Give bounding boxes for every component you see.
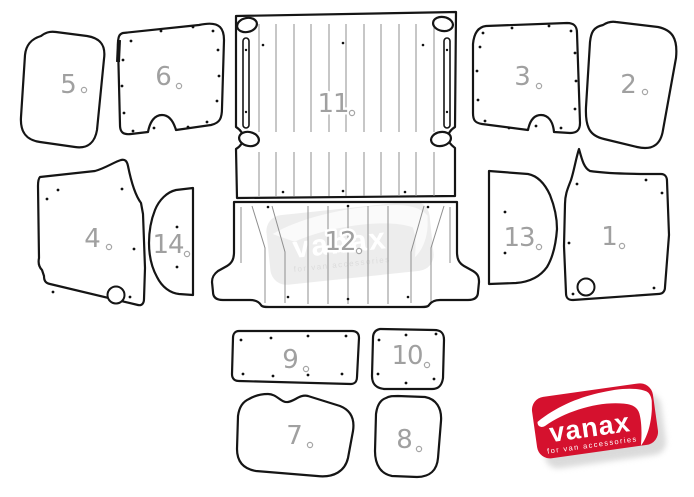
panel-9-outline bbox=[230, 329, 361, 386]
panel-9-screw-dots bbox=[239, 334, 348, 378]
panel-12: vanax for van accessories 12 bbox=[210, 200, 481, 309]
panel-7-number: 7 bbox=[286, 421, 302, 451]
panel-11-number-dot bbox=[348, 109, 356, 117]
panel-11-wheel-arch-cutouts bbox=[236, 15, 455, 148]
panel-13-outline bbox=[487, 169, 559, 286]
panel-2-number-dot bbox=[641, 88, 649, 96]
panel-9-number-dot bbox=[302, 365, 310, 373]
panel-12-outline bbox=[210, 200, 481, 309]
panel-9-number: 9 bbox=[282, 345, 298, 375]
panel-12-number-dot bbox=[355, 247, 363, 255]
panel-2-number: 2 bbox=[620, 70, 636, 100]
panel-4-hole bbox=[106, 285, 126, 305]
panel-3-screw-dots bbox=[475, 24, 578, 130]
panel-12-number: 12 bbox=[324, 227, 355, 257]
panel-1: 1 bbox=[562, 147, 671, 302]
panel-12-ribs bbox=[240, 205, 451, 304]
panel-6-outline bbox=[116, 22, 226, 136]
panel-8-number-dot bbox=[415, 445, 423, 453]
panel-1-number-dot bbox=[618, 242, 626, 250]
panel-14-number: 14 bbox=[152, 230, 184, 260]
panel-4-outline bbox=[36, 158, 147, 307]
panel-13: 13 bbox=[487, 169, 559, 286]
panel-7: 7 bbox=[235, 392, 355, 478]
panel-5-outline bbox=[19, 30, 106, 149]
panel-10-number: 10 bbox=[391, 341, 422, 371]
vanax-logo: vanax for van accessories bbox=[531, 383, 667, 469]
panel-13-number: 13 bbox=[503, 223, 534, 253]
panel-3-number-dot bbox=[535, 82, 543, 90]
panel-6-number-dot bbox=[175, 82, 183, 90]
panel-4: 4 bbox=[36, 158, 147, 307]
panel-13-screw-dots bbox=[503, 210, 507, 255]
panel-8: 8 bbox=[373, 394, 443, 479]
panel-3: 3 bbox=[471, 21, 582, 135]
watermark-swoosh bbox=[272, 204, 428, 258]
panel-10-number-dot bbox=[423, 361, 431, 369]
panel-13-number-dot bbox=[535, 243, 543, 251]
panel-9: 9 bbox=[230, 329, 361, 386]
panel-2: 2 bbox=[584, 20, 678, 150]
panel-1-screw-dots bbox=[567, 178, 664, 296]
panel-3-number: 3 bbox=[514, 62, 530, 92]
panel-11-number: 11 bbox=[317, 89, 348, 119]
panel-6-crease bbox=[116, 39, 121, 63]
panel-12-screw-dots bbox=[266, 204, 430, 301]
panel-5-number-dot bbox=[80, 86, 88, 94]
panel-7-outline bbox=[235, 392, 355, 478]
panel-3-outline bbox=[471, 21, 582, 135]
panel-4-number: 4 bbox=[84, 224, 100, 254]
panel-10-outline bbox=[370, 327, 446, 391]
panel-11-ribs bbox=[258, 24, 435, 196]
panel-4-screw-dots bbox=[45, 187, 136, 299]
logo-swoosh-icon bbox=[537, 388, 652, 446]
panel-10-screw-dots bbox=[376, 332, 438, 385]
panel-4-number-dot bbox=[105, 243, 113, 251]
panel-5-number: 5 bbox=[60, 70, 76, 100]
panel-14: 14 bbox=[147, 186, 195, 297]
panel-5: 5 bbox=[19, 30, 106, 149]
panel-11: 11 bbox=[234, 10, 458, 200]
panel-7-number-dot bbox=[306, 441, 314, 449]
panel-8-number: 8 bbox=[396, 425, 412, 455]
panel-6-number: 6 bbox=[155, 62, 171, 92]
panel-1-hole bbox=[576, 277, 596, 297]
panel-10: 10 bbox=[370, 327, 446, 391]
panel-14-outline bbox=[147, 186, 195, 297]
panel-6: 6 bbox=[116, 22, 226, 136]
panel-11-side-slots bbox=[242, 37, 451, 129]
panel-1-number: 1 bbox=[601, 222, 617, 252]
panel-6-screw-dots bbox=[120, 25, 221, 133]
panel-2-outline bbox=[584, 20, 678, 150]
panel-1-outline bbox=[562, 147, 671, 302]
panel-14-screw-dots bbox=[175, 225, 179, 269]
panel-11-screw-dots bbox=[244, 41, 449, 194]
panel-14-number-dot bbox=[183, 250, 191, 258]
panel-8-outline bbox=[373, 394, 443, 479]
